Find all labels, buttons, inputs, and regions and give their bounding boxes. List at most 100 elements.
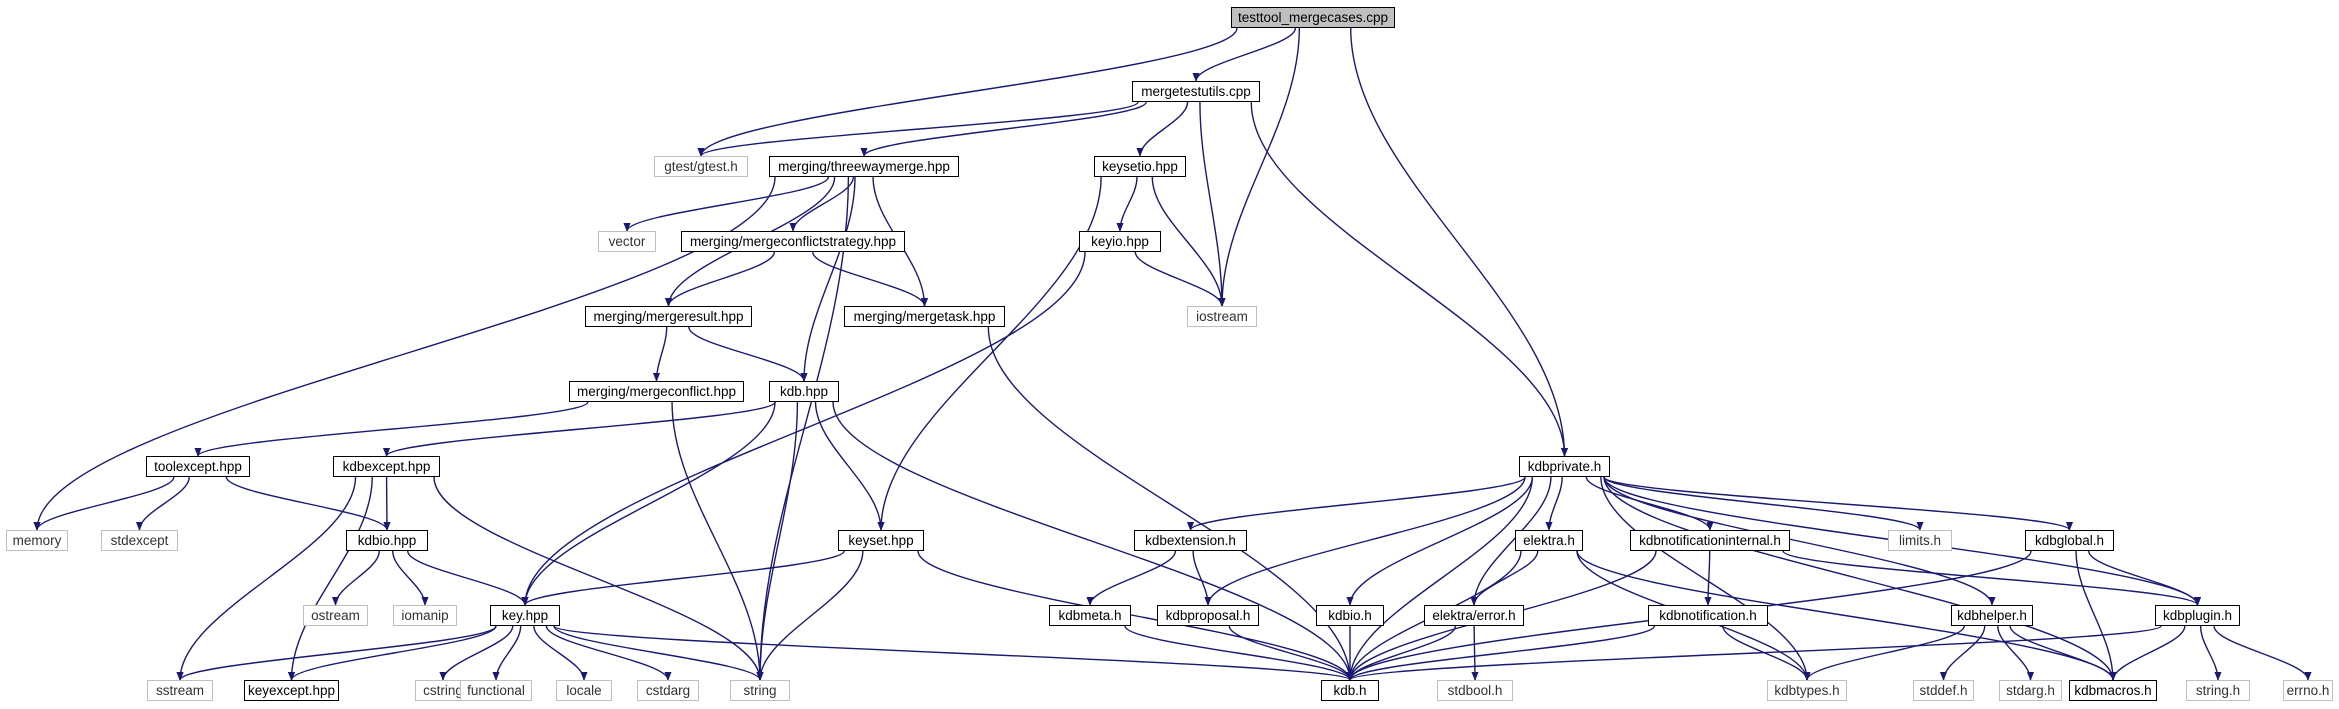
edge-mergetestutils-to-kdbprivate [1250, 101, 1569, 457]
edge-mergetestutils-to-keysetio [1136, 101, 1189, 157]
node-elektra-error[interactable]: elektra/error.h [1424, 605, 1524, 626]
node-kdbnotificationinternal[interactable]: kdbnotificationinternal.h [1630, 530, 1790, 551]
node-cstdarg: cstdarg [637, 680, 699, 701]
edge-mergeresult-to-kdbhpp [688, 326, 808, 382]
node-kdbplugin[interactable]: kdbplugin.h [2155, 605, 2240, 626]
edge-kdbextension-to-kdbmeta [1086, 550, 1177, 606]
node-mergeconflict[interactable]: merging/mergeconflict.hpp [569, 381, 744, 402]
node-keysetio[interactable]: keysetio.hpp [1094, 156, 1186, 177]
node-iomanip: iomanip [393, 605, 457, 626]
node-kdbio-hpp[interactable]: kdbio.hpp [346, 530, 428, 551]
edge-mergeconflictstrategy-to-mergetask [812, 251, 929, 307]
edge-keyhpp-to-cstdarg [545, 625, 672, 681]
node-cstring: cstring [415, 680, 471, 701]
edge-kdbhelper-to-kdbtypes [1803, 625, 1965, 681]
edge-keyio-to-iostream [1134, 251, 1226, 307]
edge-kdbprivate-to-limits [1603, 476, 1924, 531]
edge-mergetestutils-to-iostream [1199, 101, 1226, 307]
node-keyexcept[interactable]: keyexcept.hpp [244, 680, 339, 701]
edge-mergeconflictstrategy-to-mergeresult [664, 251, 776, 307]
node-kdbglobal[interactable]: kdbglobal.h [2025, 530, 2114, 551]
node-kdbprivate[interactable]: kdbprivate.h [1519, 456, 1610, 477]
edge-keyhpp-to-string [553, 625, 764, 681]
edge-kdbprivate-to-kdbextension [1187, 476, 1526, 531]
edge-kdbhpp-to-string [756, 401, 799, 681]
edge-keyhpp-to-functional [492, 625, 522, 681]
node-mergeconflictstrategy[interactable]: merging/mergeconflictstrategy.hpp [681, 231, 905, 252]
node-kdbhelper[interactable]: kdbhelper.h [1951, 605, 2033, 626]
edge-kdbhpp-to-keyset [814, 401, 885, 531]
edge-kdbproposal-to-kdbh [1228, 625, 1354, 681]
edge-kdbhelper-to-kdbmacros [2009, 625, 2117, 681]
edge-threewaymerge-to-vector [623, 176, 830, 232]
edge-kdbhpp-to-keyhpp [521, 401, 776, 606]
edge-kdbhelper-to-stddef [1939, 625, 1986, 681]
edge-mergetask-to-kdbh [987, 326, 1354, 681]
edge-kdbprivate-to-kdbproposal [1204, 476, 1526, 606]
edge-kdbprivate-to-kdbh [1346, 476, 1534, 681]
edge-mergeconflict-to-toolexcept [194, 401, 589, 457]
node-threewaymerge[interactable]: merging/threewaymerge.hpp [769, 156, 959, 177]
node-stddef: stddef.h [1913, 680, 1974, 701]
node-kdbexcept[interactable]: kdbexcept.hpp [333, 456, 440, 477]
edge-elektraerror-to-stdbool [1471, 625, 1479, 681]
node-ostream: ostream [303, 605, 368, 626]
edge-kdbplugin-to-errno [2213, 625, 2312, 681]
edge-kdbextension-to-kdbproposal [1192, 550, 1212, 606]
edge-kdbio_hpp-to-iomanip [392, 550, 429, 606]
node-elektra[interactable]: elektra.h [1515, 530, 1583, 551]
node-testtool-mergecases: testtool_mergecases.cpp [1231, 7, 1395, 28]
edge-kdbexcept-to-string [433, 476, 764, 681]
node-memory: memory [6, 530, 68, 551]
node-string: string [730, 680, 790, 701]
node-limits: limits.h [1888, 530, 1952, 551]
edge-mergeconflict-to-string [671, 401, 764, 681]
node-kdbnotification[interactable]: kdbnotification.h [1648, 605, 1768, 626]
node-functional: functional [460, 680, 532, 701]
edge-keyset-to-string [756, 550, 864, 681]
edge-mergetestutils-to-gtest [697, 101, 1139, 157]
edge-threewaymerge-to-kdbhpp [800, 176, 856, 382]
edge-keyhpp-to-locale [533, 625, 588, 681]
edge-testtool-to-iostream [1218, 27, 1301, 307]
edge-threewaymerge-to-mergeconflictstrategy [789, 176, 855, 232]
edge-testtool-to-mergetestutils [1192, 27, 1297, 82]
node-key-hpp[interactable]: key.hpp [490, 605, 560, 626]
edge-elektra-to-elektraerror [1470, 550, 1539, 606]
node-kdbmeta[interactable]: kdbmeta.h [1049, 605, 1131, 626]
node-mergetestutils[interactable]: mergetestutils.cpp [1132, 81, 1260, 102]
node-kdb-h[interactable]: kdb.h [1321, 680, 1379, 701]
edge-kdbprivate-to-kdbtypes [1600, 476, 1811, 681]
node-mergetask[interactable]: merging/mergetask.hpp [844, 306, 1005, 327]
edge-keysetio-to-iostream [1151, 176, 1226, 307]
node-kdbtypes: kdbtypes.h [1767, 680, 1847, 701]
edge-kdbprivate-to-kdbnotifinternal [1585, 476, 1714, 531]
node-stdbool: stdbool.h [1437, 680, 1513, 701]
edge-kdbnotifinternal-to-kdbnotification [1704, 550, 1712, 606]
node-kdbproposal[interactable]: kdbproposal.h [1157, 605, 1259, 626]
edge-kdbprivate-to-kdbhelper [1603, 476, 1996, 606]
node-keyset-hpp[interactable]: keyset.hpp [838, 530, 924, 551]
node-kdbio-h[interactable]: kdbio.h [1316, 605, 1384, 626]
node-mergeresult[interactable]: merging/mergeresult.hpp [585, 306, 752, 327]
node-kdbextension[interactable]: kdbextension.h [1134, 530, 1247, 551]
edge-kdbprivate-to-kdbio_h [1346, 476, 1534, 606]
node-gtest: gtest/gtest.h [654, 156, 748, 177]
edge-kdbmeta-to-kdbh [1124, 625, 1354, 681]
edge-toolexcept-to-stdexcept [135, 476, 190, 531]
edge-keyio-to-keyhpp [521, 251, 1086, 606]
edge-kdbexcept-to-keyexcept [287, 476, 373, 681]
node-keyio[interactable]: keyio.hpp [1079, 231, 1161, 252]
edge-keyset-to-keyhpp [521, 550, 845, 606]
node-locale: locale [556, 680, 612, 701]
node-kdb-hpp[interactable]: kdb.hpp [769, 381, 839, 402]
node-iostream: iostream [1187, 306, 1257, 327]
node-vector: vector [598, 231, 656, 252]
node-kdbmacros[interactable]: kdbmacros.h [2069, 680, 2157, 701]
edge-mergetestutils-to-threewaymerge [860, 101, 1147, 157]
edge-testtool-to-gtest [697, 27, 1238, 157]
node-toolexcept[interactable]: toolexcept.hpp [146, 456, 250, 477]
edge-kdbplugin-to-stringh [2199, 625, 2222, 681]
edge-kdbhpp-to-kdbh [832, 401, 1354, 681]
